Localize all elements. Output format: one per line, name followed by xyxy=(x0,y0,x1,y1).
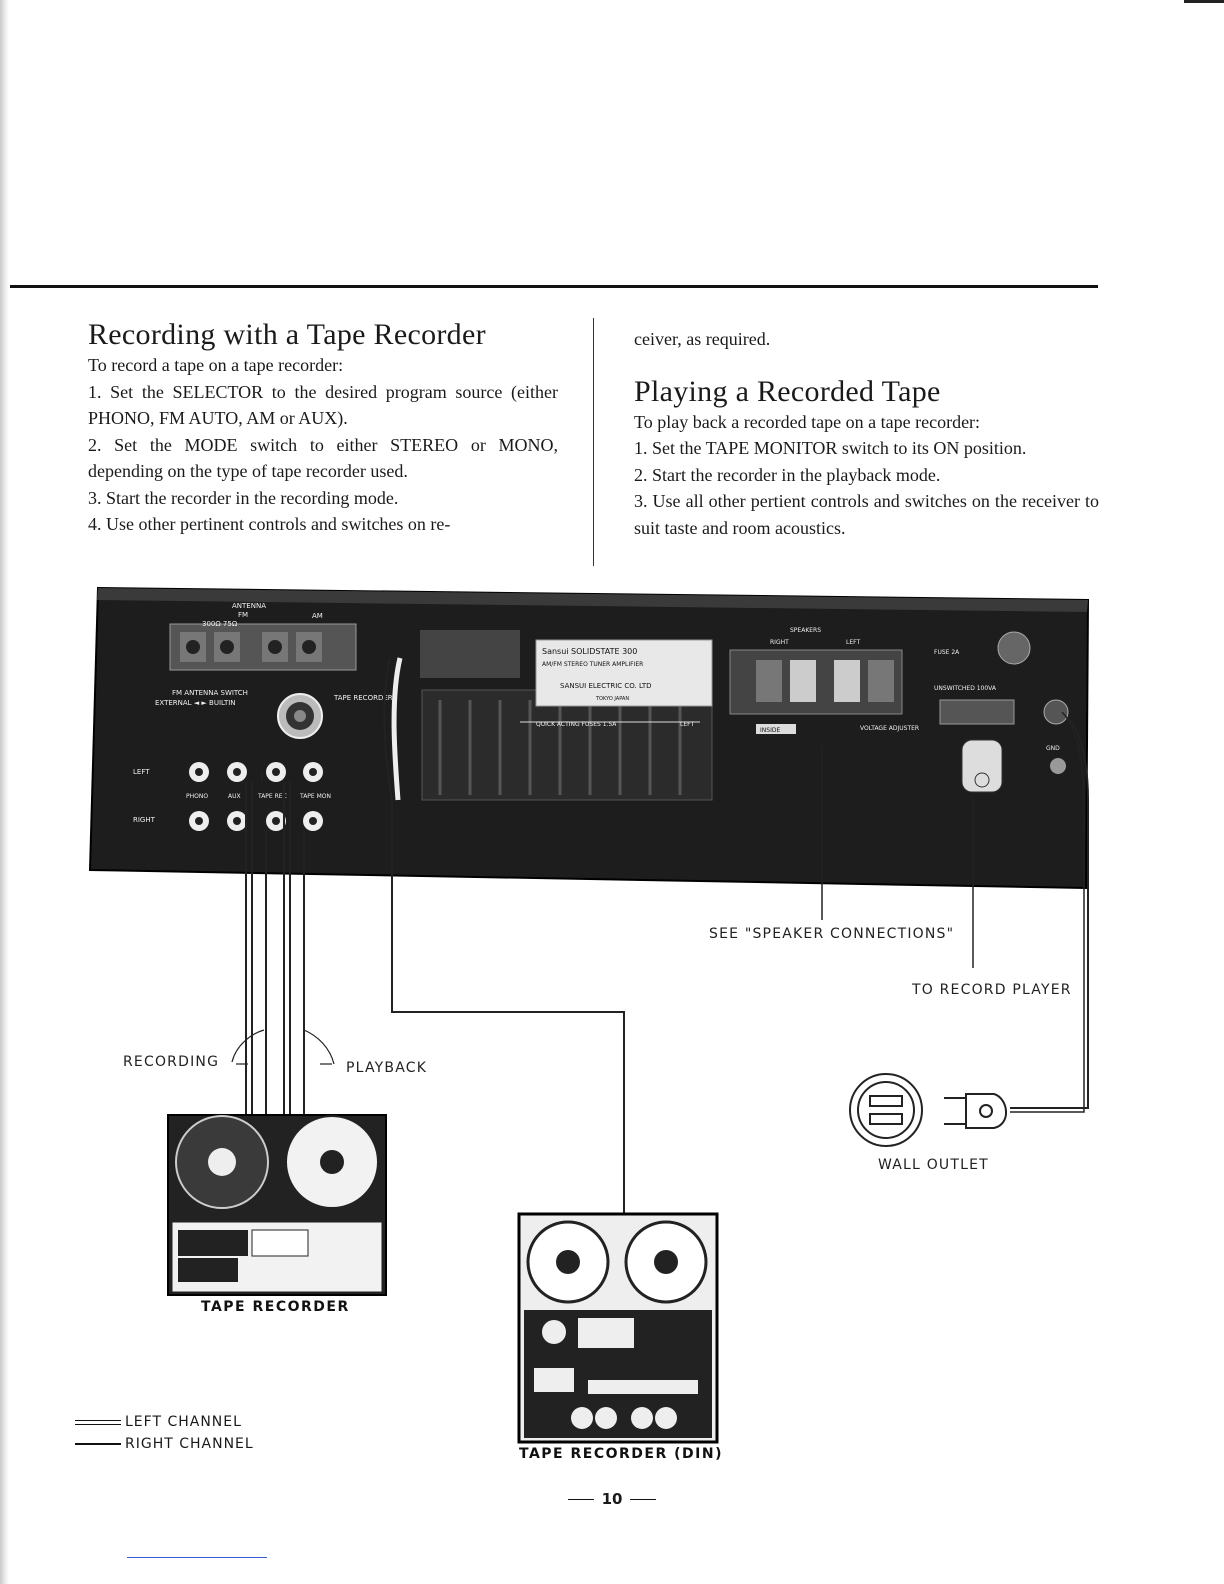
recording-step-2: 2. Set the MODE switch to either STEREO … xyxy=(88,434,558,482)
label-wall-outlet: WALL OUTLET xyxy=(878,1157,989,1173)
label-speakers: SPEAKERS xyxy=(790,627,821,634)
caption-tape-recorder-din: TAPE RECORDER (DIN) xyxy=(519,1446,723,1462)
receiver-rear-panel: ANTENNA FM 300Ω 75Ω AM FM ANTENNA SWITCH… xyxy=(88,586,1090,890)
label-playback: PLAYBACK xyxy=(346,1060,428,1076)
recording-step-4: 4. Use other pertinent controls and swit… xyxy=(88,514,451,534)
label-am: AM xyxy=(312,612,323,620)
double-line-swatch xyxy=(75,1419,121,1425)
label-row-right: RIGHT xyxy=(133,816,156,824)
label-fm: FM xyxy=(238,611,248,619)
label-phono: PHONO xyxy=(186,793,208,800)
section-recording: Recording with a Tape Recorder To record… xyxy=(88,318,558,538)
label-plate-brand: Sansui SOLIDSTATE 300 xyxy=(542,647,637,656)
connection-diagram: ANTENNA FM 300Ω 75Ω AM FM ANTENNA SWITCH… xyxy=(88,586,1090,1444)
label-to-record-player: TO RECORD PLAYER xyxy=(912,982,1072,998)
label-unswitched: UNSWITCHED 100VA xyxy=(934,685,997,692)
left-right-cables xyxy=(245,772,305,1118)
label-recording: RECORDING xyxy=(123,1054,220,1070)
section-title-recording: Recording with a Tape Recorder xyxy=(88,318,486,351)
label-plate-type: AM/FM STEREO TUNER AMPLIFIER xyxy=(542,661,643,668)
recording-step-1: 1. Set the SELECTOR to the desired progr… xyxy=(88,381,558,429)
label-fm-antenna-switch: FM ANTENNA SWITCH xyxy=(172,689,248,697)
page-edge-shadow xyxy=(0,0,9,1584)
label-antenna: ANTENNA xyxy=(232,602,266,610)
label-tape-recorder-din: TAPE RECORDER xyxy=(333,694,393,702)
legend-right-channel: RIGHT CHANNEL xyxy=(75,1433,254,1455)
power-cord xyxy=(1010,717,1089,1109)
section-playing: ceiver, as required. Playing a Recorded … xyxy=(634,326,1099,541)
legend-left-label: LEFT CHANNEL xyxy=(125,1414,242,1430)
channel-legend: LEFT CHANNEL RIGHT CHANNEL xyxy=(75,1411,254,1455)
playing-step-2: 2. Start the recorder in the playback mo… xyxy=(634,464,941,485)
recording-body: To record a tape on a tape recorder: 1. … xyxy=(88,352,558,538)
label-fuse: FUSE 2A xyxy=(934,649,960,656)
recording-intro: To record a tape on a tape recorder: xyxy=(88,355,344,375)
caption-tape-recorder: TAPE RECORDER xyxy=(201,1299,350,1315)
label-gnd: GND xyxy=(1046,745,1060,752)
label-plate-origin: TOKYO JAPAN xyxy=(595,696,629,702)
page-number-value: 10 xyxy=(601,1490,623,1508)
legend-left-channel: LEFT CHANNEL xyxy=(75,1411,254,1433)
label-see-speaker-connections: SEE "SPEAKER CONNECTIONS" xyxy=(709,926,955,942)
single-line-swatch xyxy=(75,1443,121,1445)
label-fuses-left: LEFT xyxy=(680,721,694,728)
ac-plug xyxy=(944,1093,1007,1129)
column-divider xyxy=(593,318,594,566)
header-rule xyxy=(10,285,1098,288)
din-cable xyxy=(383,657,625,1214)
page-number: 10 xyxy=(0,1490,1224,1508)
recording-continuation: ceiver, as required. xyxy=(634,329,771,349)
recording-step-3: 3. Start the recorder in the recording m… xyxy=(88,487,399,508)
label-tape-rec: TAPE REC xyxy=(257,793,287,800)
tape-recorder-din xyxy=(517,1212,719,1444)
tape-recorder-1 xyxy=(167,1114,387,1296)
corner-mark xyxy=(1184,0,1224,3)
label-spk-right: RIGHT xyxy=(770,639,789,646)
label-aux: AUX xyxy=(228,793,241,800)
label-spk-left: LEFT xyxy=(846,639,860,646)
dash-left xyxy=(567,1499,594,1500)
footer-link-mark xyxy=(127,1557,267,1558)
playing-body: To play back a recorded tape on a tape r… xyxy=(634,409,1099,542)
label-inside: INSIDE xyxy=(760,727,780,734)
label-tape-mon: TAPE MON xyxy=(299,793,331,800)
label-plate-maker: SANSUI ELECTRIC CO. LTD xyxy=(560,682,652,690)
dash-right xyxy=(630,1499,657,1500)
playing-step-3: 3. Use all other pertient controls and s… xyxy=(634,491,1099,538)
legend-right-label: RIGHT CHANNEL xyxy=(125,1436,254,1452)
label-fm-ohms: 300Ω 75Ω xyxy=(202,620,238,628)
playing-step-1: 1. Set the TAPE MONITOR switch to its ON… xyxy=(634,438,1027,458)
label-external-builtin: EXTERNAL ◄ ► BUILTIN xyxy=(155,699,236,707)
label-voltage-adjuster: VOLTAGE ADJUSTER xyxy=(860,725,919,732)
label-fuses: QUICK ACTING FUSES 1.5A xyxy=(536,721,617,728)
label-row-left: LEFT xyxy=(133,768,150,776)
playing-intro: To play back a recorded tape on a tape r… xyxy=(634,411,981,432)
section-title-playing: Playing a Recorded Tape xyxy=(634,374,941,408)
recording-playback-arrows xyxy=(231,1029,335,1065)
wall-outlet xyxy=(849,1073,923,1147)
